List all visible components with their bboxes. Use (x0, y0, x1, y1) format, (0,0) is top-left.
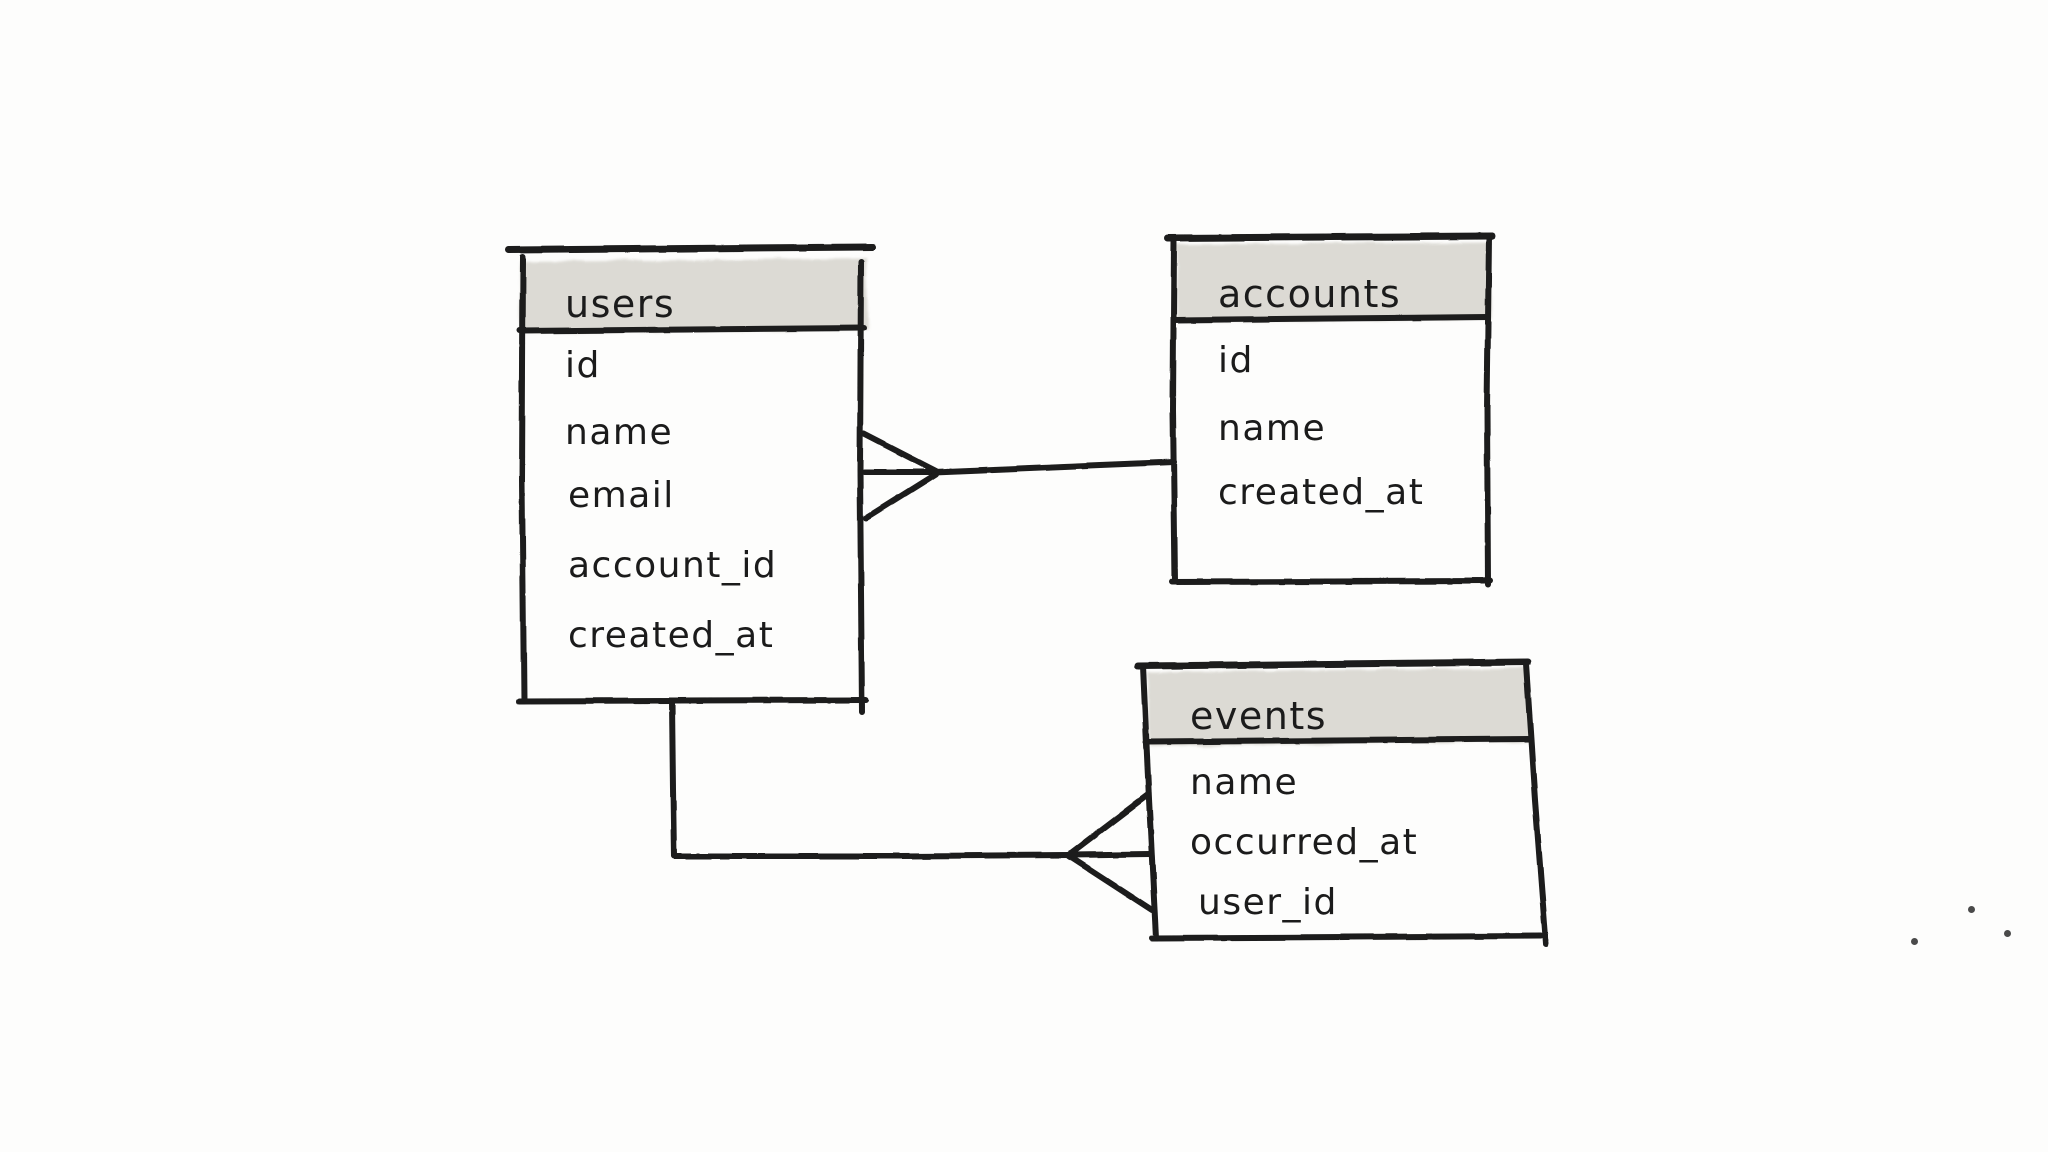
ink-speck (2004, 930, 2011, 937)
field-events-user-id: user_id (1198, 882, 1338, 923)
field-users-id: id (565, 345, 601, 386)
accounts-top-edge (1164, 232, 1496, 242)
accounts-header-fill (1176, 242, 1492, 322)
table-users-shape[interactable] (505, 243, 876, 715)
field-users-created-at: created_at (568, 615, 775, 656)
field-accounts-id: id (1218, 340, 1254, 381)
events-left-edge (1140, 663, 1159, 941)
events-right-edge (1523, 661, 1549, 947)
connector-users-accounts (931, 459, 1177, 475)
field-users-email: email (568, 475, 675, 516)
users-right-edge (856, 259, 865, 715)
field-accounts-created-at: created_at (1218, 472, 1425, 513)
users-header-fill (519, 258, 868, 333)
field-users-account-id: account_id (568, 545, 778, 586)
table-events-shape[interactable] (1134, 658, 1549, 947)
crowfoot-users-accounts-prong-upper (861, 431, 939, 474)
crowfoot-users-events-prong-upper (1066, 792, 1151, 858)
table-title-users: users (565, 282, 676, 326)
table-title-events: events (1190, 694, 1328, 738)
field-events-occurred-at: occurred_at (1190, 822, 1419, 863)
events-top-edge (1134, 658, 1532, 670)
field-users-name: name (565, 412, 674, 453)
users-header-divider (517, 325, 867, 334)
users-left-edge (518, 254, 527, 704)
events-header-fill (1146, 668, 1531, 746)
ink-speck (1968, 906, 1975, 913)
relationship-users-events[interactable] (669, 699, 1155, 913)
events-bottom-edge (1149, 933, 1544, 941)
users-bottom-edge (516, 697, 869, 704)
crowfoot-users-accounts-prong-lower (863, 471, 939, 521)
table-title-accounts: accounts (1218, 272, 1402, 316)
accounts-bottom-edge (1169, 578, 1493, 585)
users-top-edge (505, 243, 876, 254)
accounts-left-edge (1169, 237, 1178, 585)
events-header-divider (1143, 736, 1533, 745)
connector-users-events (669, 699, 1073, 859)
crowfoot-users-events-prong-middle (1066, 851, 1153, 858)
ink-speck (1911, 938, 1918, 945)
accounts-right-edge (1483, 233, 1492, 588)
field-accounts-name: name (1218, 408, 1327, 449)
table-accounts-shape[interactable] (1164, 232, 1496, 588)
field-events-name: name (1190, 762, 1299, 803)
relationship-users-accounts[interactable] (861, 431, 1177, 521)
crowfoot-users-events-prong-lower (1066, 853, 1155, 913)
accounts-header-divider (1171, 314, 1491, 323)
